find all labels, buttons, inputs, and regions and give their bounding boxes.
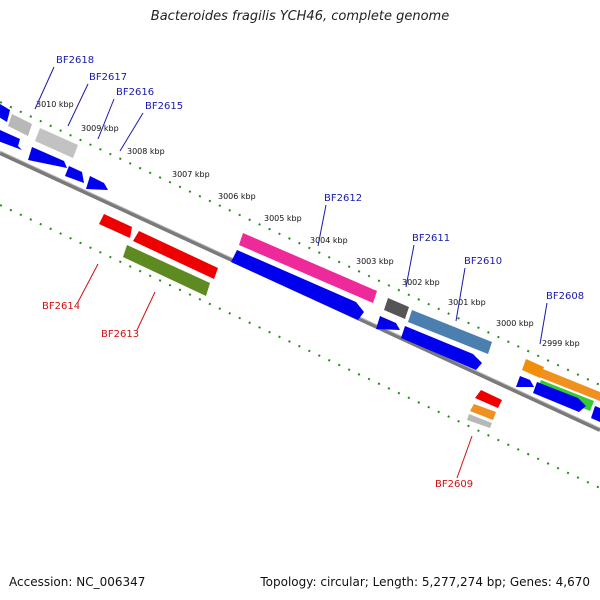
gene-blue	[28, 147, 67, 168]
kbp-labels: 3010 kbp 3009 kbp 3008 kbp 3007 kbp 3006 kbp…	[36, 100, 580, 348]
gene-steelblue	[408, 310, 492, 354]
gene-gray	[8, 114, 32, 136]
gene-orange	[522, 359, 544, 378]
reverse-genes	[99, 214, 502, 428]
forward-gene-label-leader-line	[67, 83, 89, 127]
accession-text: Accession: NC_006347	[9, 575, 146, 589]
kbp-label: 3010 kbp	[36, 100, 74, 109]
reverse-gene-label-leader-line	[77, 263, 99, 303]
reverse-gene-label: BF2614	[42, 301, 80, 312]
forward-gene-label-leader-line	[455, 267, 466, 322]
kbp-label: 3006 kbp	[218, 192, 256, 201]
gene-hotpink	[239, 233, 377, 303]
kbp-label: 3002 kbp	[402, 278, 440, 287]
reverse-gene-label: BF2613	[101, 329, 139, 340]
kbp-label: 3005 kbp	[264, 214, 302, 223]
reverse-gene-label-leader-line	[456, 435, 473, 479]
gene-red	[133, 231, 218, 279]
forward-gene-label: BF2608	[546, 291, 584, 302]
kbp-label: 3004 kbp	[310, 236, 348, 245]
gene-olive	[123, 245, 210, 296]
gene-darkgray	[384, 298, 409, 319]
forward-genes-outer	[0, 104, 600, 411]
gene-gray	[467, 414, 492, 428]
reverse-gene-label: BF2609	[435, 479, 473, 490]
reverse-gene-label-leader-line	[136, 291, 156, 331]
gene-red	[475, 390, 502, 408]
gene-blue	[533, 382, 586, 412]
gene-gray	[35, 128, 78, 158]
gene-orange	[539, 369, 600, 401]
kbp-label: 3001 kbp	[448, 298, 486, 307]
gene-orange	[470, 404, 496, 420]
forward-gene-label-leader-line	[97, 98, 115, 140]
gene-blue	[516, 376, 534, 387]
kbp-label: 3009 kbp	[81, 124, 119, 133]
gene-blue	[86, 176, 108, 190]
gene-blue	[0, 130, 22, 150]
kbp-label: 3003 kbp	[356, 257, 394, 266]
gene-blue	[0, 104, 10, 122]
genome-summary-text: Topology: circular; Length: 5,277,274 bp…	[260, 575, 590, 589]
forward-gene-label: BF2618	[56, 55, 94, 66]
outer-tick-track	[0, 101, 600, 386]
kbp-label: 3008 kbp	[127, 147, 165, 156]
gene-blue	[376, 316, 400, 330]
kbp-label: 3000 kbp	[496, 319, 534, 328]
gene-blue	[401, 326, 482, 370]
forward-genes-inner	[0, 130, 600, 422]
gene-blue	[65, 166, 84, 183]
forward-gene-label-leader-line	[539, 302, 548, 345]
forward-gene-label-leader-line	[119, 112, 144, 152]
forward-gene-label: BF2616	[116, 87, 154, 98]
inner-tick-track	[0, 204, 600, 489]
gene-blue	[591, 406, 600, 422]
forward-gene-label-leader-line	[34, 66, 55, 110]
forward-gene-label: BF2612	[324, 193, 362, 204]
kbp-label: 3007 kbp	[172, 170, 210, 179]
kbp-label: 2999 kbp	[542, 339, 580, 348]
forward-gene-label-leader-line	[405, 244, 415, 288]
gene-red	[99, 214, 132, 238]
forward-gene-label-leader-line	[317, 204, 327, 247]
gene-blue	[231, 250, 364, 320]
forward-gene-label: BF2610	[464, 256, 502, 267]
forward-gene-label: BF2611	[412, 233, 450, 244]
gene-label-layer: BF2618BF2617BF2616BF2615BF2612BF2611BF26…	[34, 55, 584, 490]
forward-gene-label: BF2615	[145, 101, 183, 112]
forward-gene-label: BF2617	[89, 72, 127, 83]
map-title: Bacteroides fragilis YCH46, complete gen…	[150, 9, 450, 24]
